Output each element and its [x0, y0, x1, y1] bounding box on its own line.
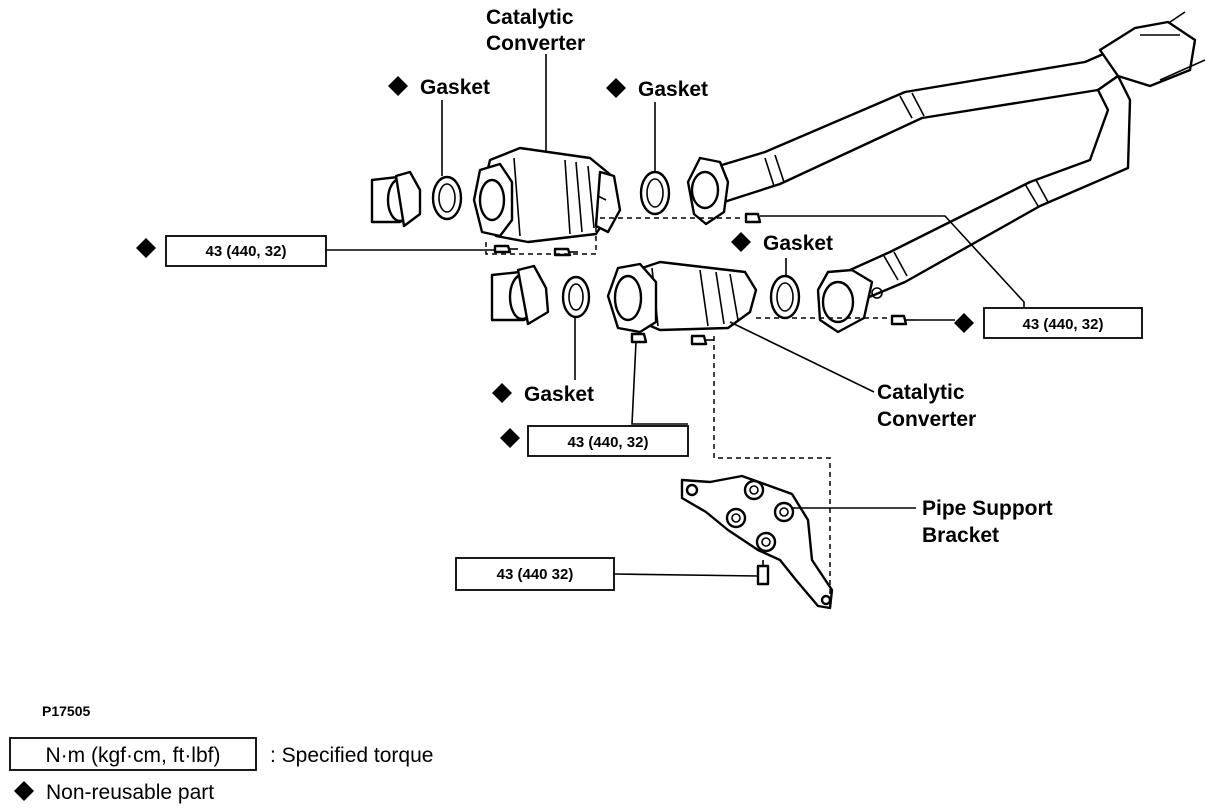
- y-pipe: [686, 11, 1206, 334]
- diamond-icon: [14, 781, 34, 801]
- bolt-lower-center: [630, 332, 648, 344]
- torque-box-1: [165, 235, 327, 267]
- torque-specs: 43 (440, 32) 43 (440, 32) 43 (440, 32) 4…: [136, 235, 1143, 591]
- bolt-right-lower: [890, 314, 908, 326]
- catalytic-converter-lower: [606, 260, 758, 334]
- legend-torque-box: [9, 737, 257, 771]
- torque-box-4: [455, 557, 615, 591]
- diamond-icon: [606, 78, 626, 98]
- label-catalytic-converter-top-2: Converter: [486, 32, 585, 55]
- label-gasket-2: Gasket: [638, 78, 708, 101]
- diamond-icon: [731, 232, 751, 252]
- bolt-bracket: [756, 564, 770, 586]
- torque-value-1: 43 (440, 32): [206, 243, 287, 260]
- diamond-icon: [136, 238, 156, 258]
- figure-id: P17505: [42, 703, 90, 719]
- torque-box-2: [983, 307, 1143, 339]
- torque-value-3: 43 (440, 32): [568, 434, 649, 451]
- bolt-upper-left: [493, 244, 512, 254]
- label-pipe-support-bracket-2: Bracket: [922, 524, 999, 547]
- bolts: [493, 212, 915, 586]
- label-pipe-support-bracket-1: Pipe Support: [922, 497, 1053, 520]
- front-pipe-upper: [370, 170, 422, 228]
- label-catalytic-converter-top-1: Catalytic: [486, 6, 574, 29]
- legend-nonreusable-description: Non-reusable part: [46, 781, 214, 804]
- legend-torque-units: N·m (kgf·cm, ft·lbf): [46, 744, 221, 767]
- diamond-icon: [954, 313, 974, 333]
- front-pipe-lower: [490, 264, 550, 326]
- catalytic-converter-upper: [472, 146, 622, 244]
- diamond-icon: [492, 383, 512, 403]
- diamond-icon: [500, 428, 520, 448]
- gasket-ring-4: [561, 275, 591, 319]
- legend-torque-description: : Specified torque: [270, 744, 433, 767]
- torque-box-3: [527, 425, 689, 457]
- legend: N·m (kgf·cm, ft·lbf) : Specified torque …: [9, 737, 433, 804]
- bolt-lower-right: [690, 334, 708, 346]
- pipe-support-bracket: [680, 474, 834, 610]
- gasket-ring-1: [431, 175, 463, 221]
- bolt-right-upper: [744, 212, 762, 224]
- label-catalytic-converter-bottom-1: Catalytic: [877, 381, 965, 404]
- torque-value-2: 43 (440, 32): [1023, 316, 1104, 333]
- diamond-icon: [388, 76, 408, 96]
- label-gasket-3: Gasket: [763, 232, 833, 255]
- label-gasket-4: Gasket: [524, 383, 594, 406]
- part-labels: Catalytic Converter Gasket Gasket Gasket…: [388, 6, 1053, 547]
- gasket-rings: [431, 170, 801, 320]
- assembly-lines: [485, 217, 890, 596]
- label-catalytic-converter-bottom-2: Converter: [877, 408, 976, 431]
- label-gasket-1: Gasket: [420, 76, 490, 99]
- torque-value-4: 43 (440 32): [497, 566, 574, 583]
